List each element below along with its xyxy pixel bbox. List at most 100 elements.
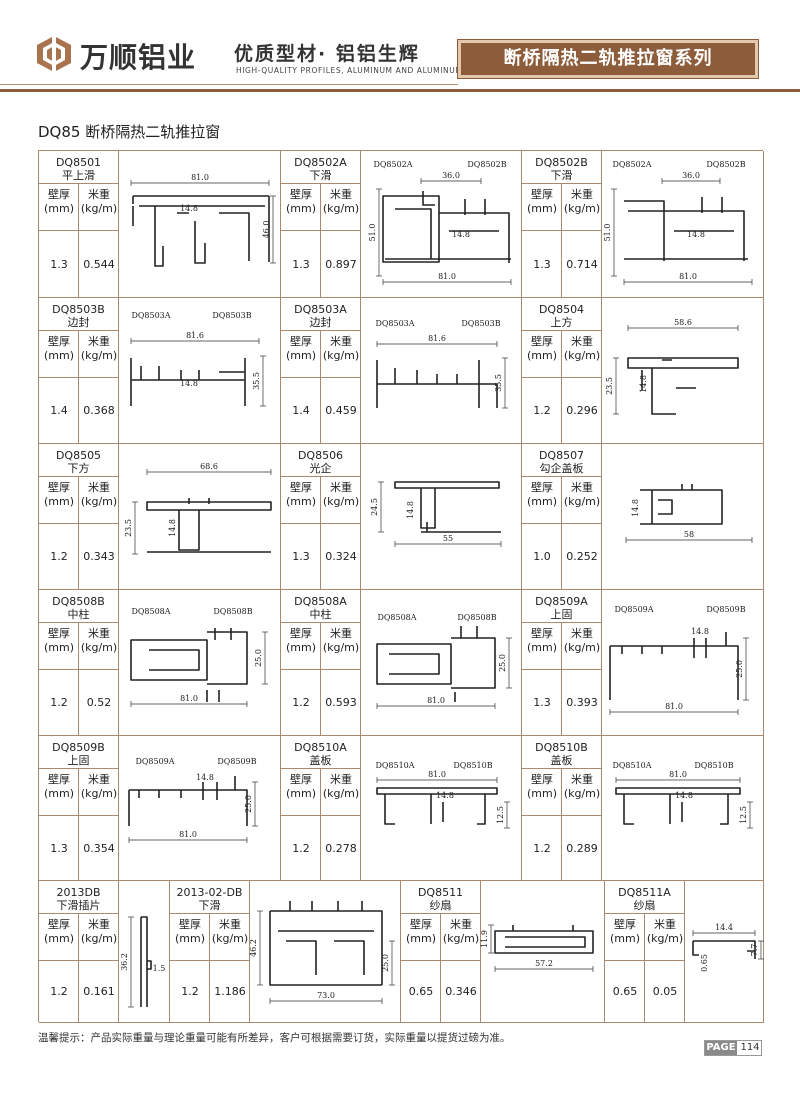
- weight-header: (kg/m): [646, 932, 684, 945]
- weight-value: 0.05: [652, 985, 678, 998]
- dimension-label: 36.0: [682, 171, 700, 180]
- thickness-header: (mm): [43, 349, 74, 362]
- profile-tag: DQ8510A: [612, 761, 651, 770]
- profile-name: 下滑插片: [56, 899, 101, 912]
- profile-code: DQ8501: [55, 156, 102, 169]
- thickness-header: (mm): [285, 641, 316, 654]
- weight-value: 0.296: [566, 404, 598, 417]
- thickness-value: 1.2: [50, 696, 68, 709]
- profile-code: 2013DB: [56, 886, 101, 899]
- thickness-header: (mm): [285, 202, 316, 215]
- profile-outline: [627, 357, 739, 415]
- thickness-header: (mm): [43, 495, 74, 508]
- dimension-label: 25.0: [244, 795, 253, 813]
- thickness-header: 壁厚: [48, 335, 70, 348]
- divider: [281, 815, 361, 816]
- profile-tag: DQ8510B: [694, 761, 733, 770]
- dimension-label: 36.0: [442, 171, 460, 180]
- page-header: 万顺铝业 优质型材· 铝铝生辉 HIGH-QUALITY PROFILES, A…: [0, 0, 800, 92]
- thickness-header: 壁厚: [290, 335, 312, 348]
- dimension-label: 55: [443, 534, 453, 543]
- profile-code: DQ8510B: [535, 741, 588, 754]
- dimension-label: 46.2: [249, 939, 258, 957]
- profile-tag: DQ8502B: [467, 160, 506, 169]
- dimension-label: 1.5: [153, 964, 166, 973]
- weight-value: 0.346: [445, 985, 477, 998]
- thickness-header: 壁厚: [531, 335, 553, 348]
- divider: [39, 523, 119, 524]
- dimension-label: 81.0: [427, 696, 445, 705]
- divider: [522, 768, 602, 769]
- brand-name: 万顺铝业: [80, 41, 197, 74]
- dimension-label: 14.8: [180, 204, 198, 213]
- thickness-value: 1.2: [181, 985, 199, 998]
- divider: [522, 183, 602, 184]
- slogan: 优质型材· 铝铝生辉: [234, 43, 420, 65]
- profile-code: DQ8511A: [618, 886, 671, 899]
- divider: [522, 523, 602, 524]
- dimension-label: 14.8: [687, 230, 705, 239]
- divider: [522, 622, 602, 623]
- divider: [522, 330, 602, 331]
- weight-header: 米重: [571, 188, 593, 201]
- weight-value: 0.368: [83, 404, 115, 417]
- profile-code: 2013-02-DB: [176, 886, 243, 899]
- divider: [170, 960, 250, 961]
- profile-outline: [140, 916, 152, 1007]
- divider: [522, 669, 602, 670]
- divider: [78, 622, 79, 736]
- dimension-label: 14.8: [639, 375, 648, 393]
- thickness-header: 壁厚: [410, 918, 432, 931]
- dimension-label: 25.0: [254, 649, 263, 667]
- dimension-label: 25.0: [735, 660, 744, 678]
- thickness-value: 1.3: [50, 257, 68, 271]
- thickness-header: (mm): [526, 787, 557, 800]
- divider: [281, 669, 361, 670]
- drawing-2013-02-db: 46.225.073.0: [249, 901, 395, 1004]
- dimension-label: 14.8: [631, 499, 640, 517]
- divider: [78, 476, 79, 590]
- divider: [281, 183, 361, 184]
- divider: [522, 476, 602, 477]
- profile-outline: [130, 358, 246, 406]
- footer-note: 温馨提示：产品实际重量与理论重量可能有所差异，客户可根据需要订货，实际重量以提货…: [38, 1032, 511, 1044]
- dimension-label: 81.0: [438, 272, 456, 281]
- drawing-dq8511: 11.957.2: [480, 924, 594, 972]
- divider: [281, 230, 361, 231]
- divider: [39, 669, 119, 670]
- thickness-value: 1.3: [292, 550, 310, 563]
- thickness-header: (mm): [43, 787, 74, 800]
- thickness-header: (mm): [174, 932, 205, 945]
- profile-code: DQ8502A: [294, 156, 347, 169]
- divider: [561, 183, 562, 298]
- dimension-label: 81.0: [679, 272, 697, 281]
- profile-code: DQ8509B: [52, 741, 105, 754]
- profile-tag: DQ8509A: [614, 605, 653, 614]
- weight-value: 0.897: [325, 257, 357, 271]
- dimension-label: 73.0: [317, 991, 335, 1000]
- drawing-dq8501: 81.014.846.0: [130, 173, 276, 267]
- profile-code: DQ8502B: [535, 156, 588, 169]
- weight-header: (kg/m): [80, 349, 118, 362]
- thickness-value: 1.3: [50, 841, 68, 855]
- thickness-header: 壁厚: [614, 918, 636, 931]
- thickness-header: 壁厚: [531, 481, 553, 494]
